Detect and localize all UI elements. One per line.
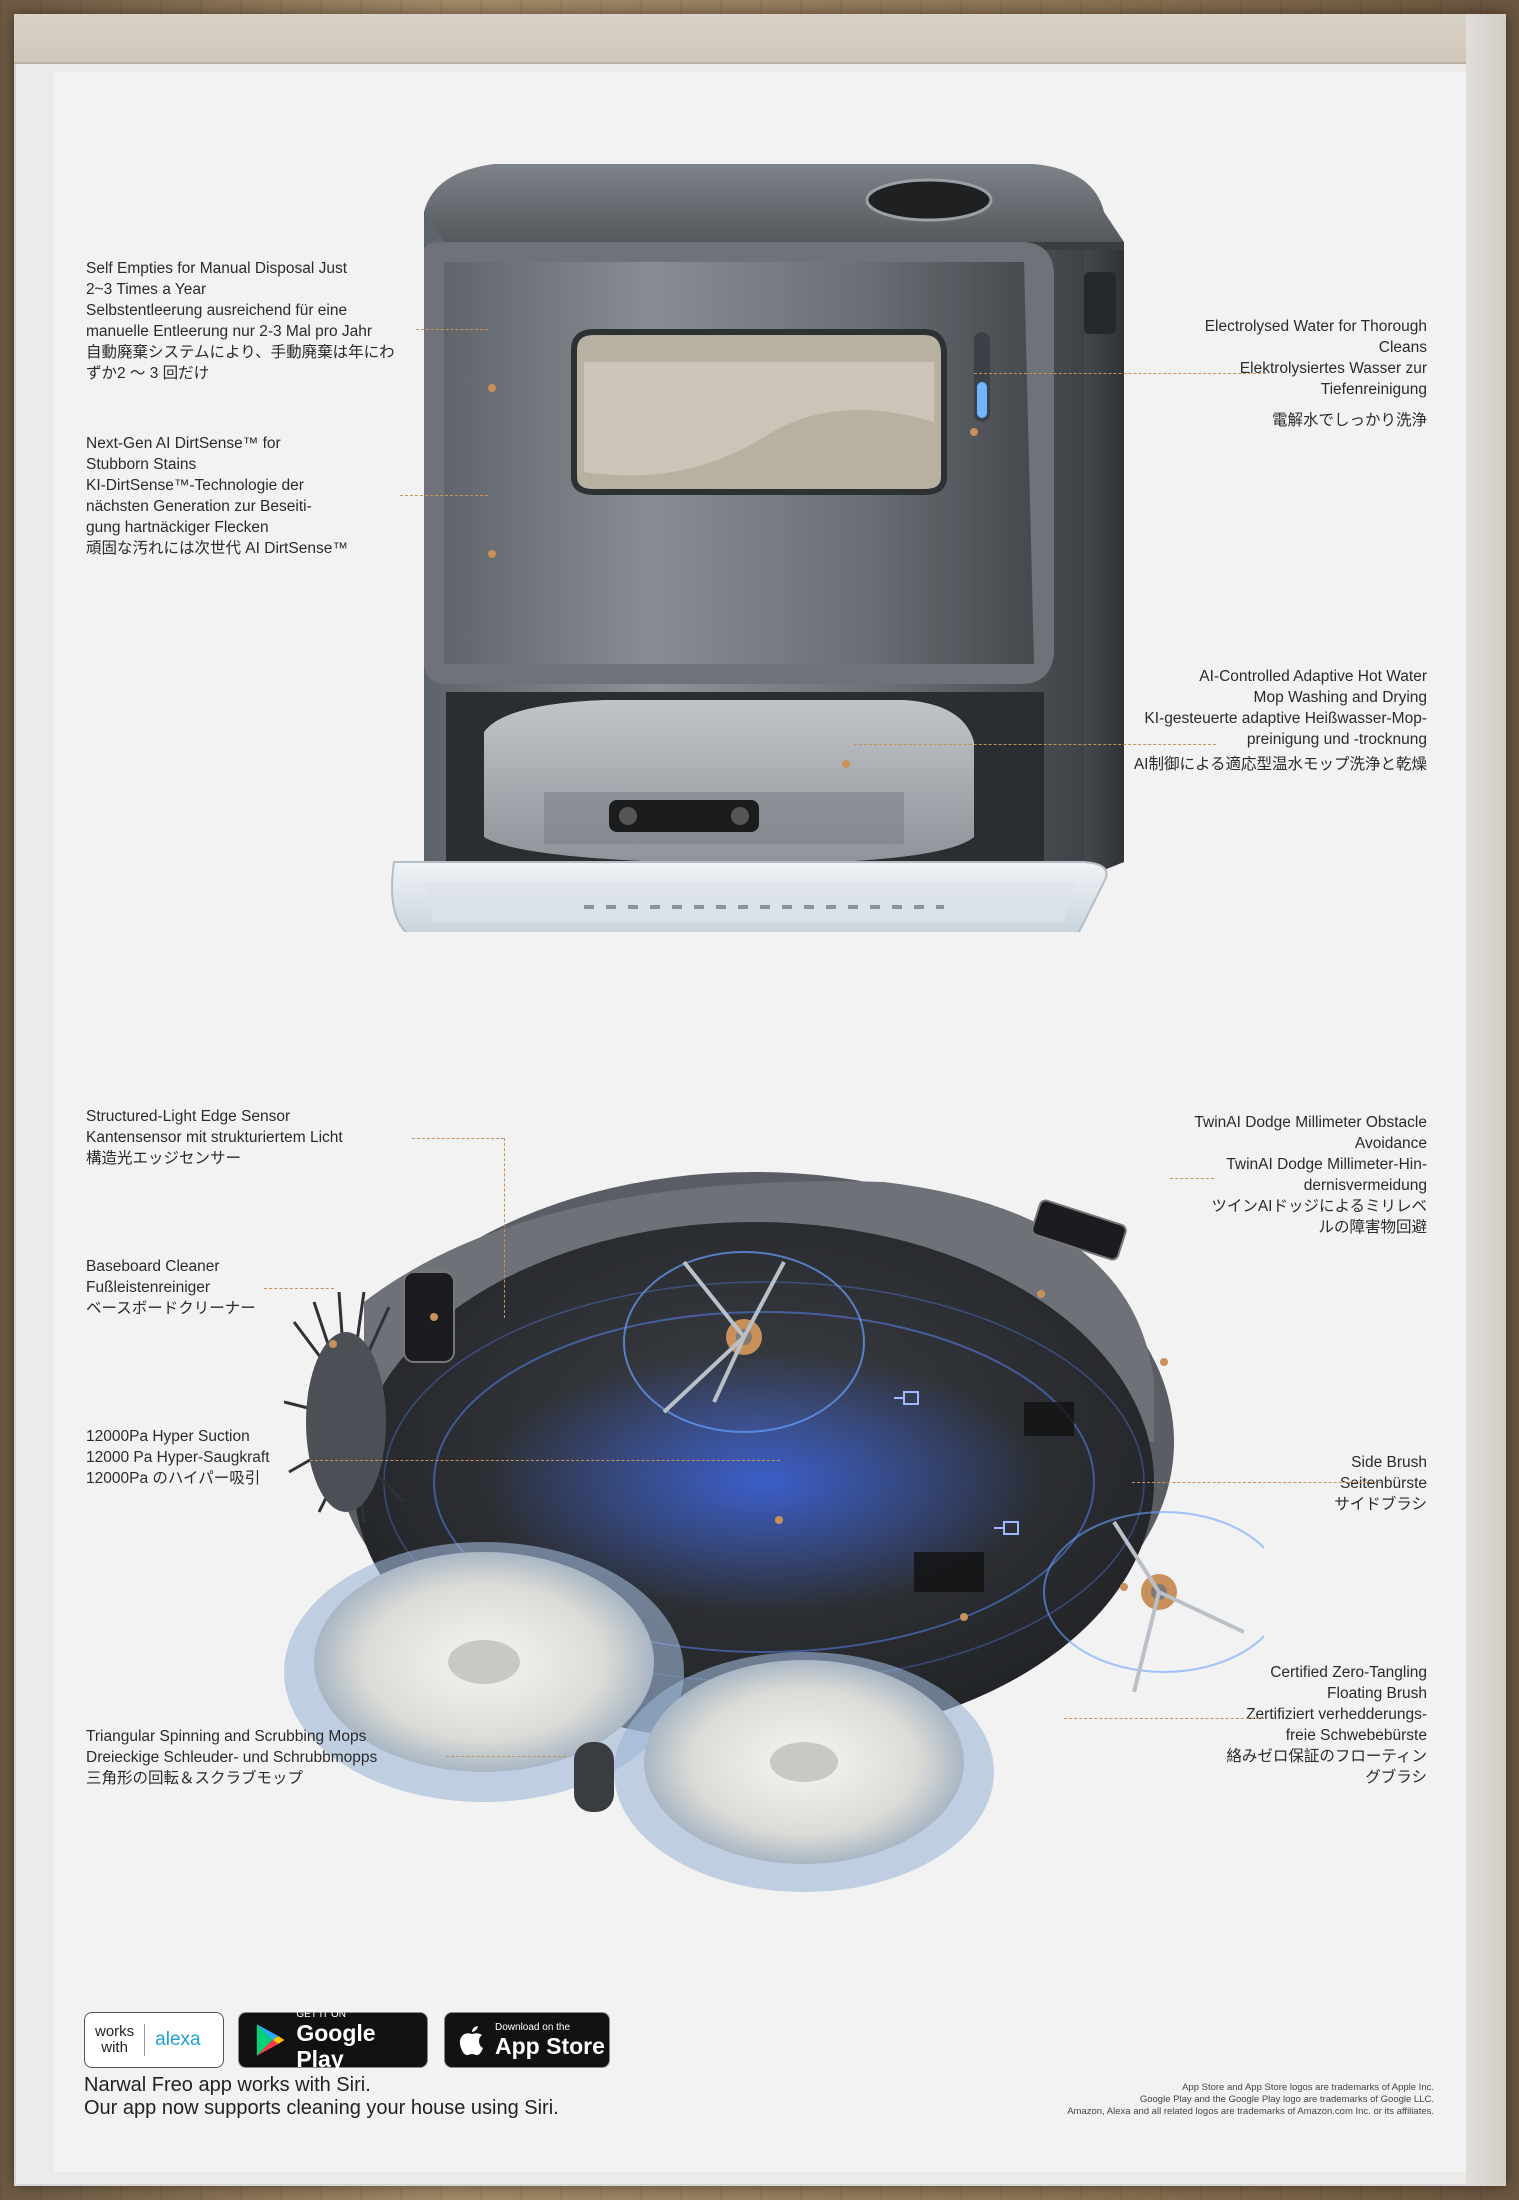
leader-electrolysed: [974, 373, 1266, 374]
google-play-icon: [256, 2024, 285, 2056]
leader-side-brush: [1132, 1482, 1382, 1483]
siri-text: Narwal Freo app works with Siri. Our app…: [84, 2074, 559, 2120]
app-store-small-text: Download on the: [495, 2021, 571, 2033]
siri-line-1: Narwal Freo app works with Siri.: [84, 2074, 371, 2096]
google-play-big-text: Google Play: [296, 2019, 376, 2072]
box-top-flap: [14, 14, 1506, 64]
leader-hot-water: [854, 744, 1216, 745]
alexa-logo-text: alexa: [155, 2029, 201, 2050]
alexa-works-with-text: works with: [85, 2024, 146, 2056]
app-store-badge[interactable]: Download on the App Store: [444, 2012, 610, 2068]
leader-twinai: [1170, 1178, 1214, 1179]
apple-icon: [459, 2026, 483, 2056]
leader-dirtsense: [400, 495, 488, 496]
app-store-big-text: App Store: [495, 2032, 605, 2059]
box-side-flap: [1466, 14, 1506, 2186]
leader-edge-sensor: [412, 1138, 504, 1139]
google-play-small-text: GET IT ON: [296, 2008, 346, 2020]
robot-underside-illustration: [284, 1172, 1264, 1892]
leader-baseboard: [264, 1288, 334, 1289]
google-play-badge[interactable]: GET IT ON Google Play: [238, 2008, 428, 2072]
works-with-alexa-badge[interactable]: works with alexa: [84, 2012, 224, 2068]
leader-suction: [310, 1460, 780, 1461]
siri-line-2: Our app now supports cleaning your house…: [84, 2097, 559, 2119]
trademark-notice: App Store and App Store logos are tradem…: [1067, 2082, 1434, 2117]
leader-self-empty: [416, 329, 488, 330]
leader-zero-tangle: [1064, 1718, 1264, 1719]
leader-edge-sensor-vertical: [504, 1138, 505, 1318]
leader-mops: [446, 1756, 566, 1757]
base-station-illustration: [391, 164, 1124, 932]
